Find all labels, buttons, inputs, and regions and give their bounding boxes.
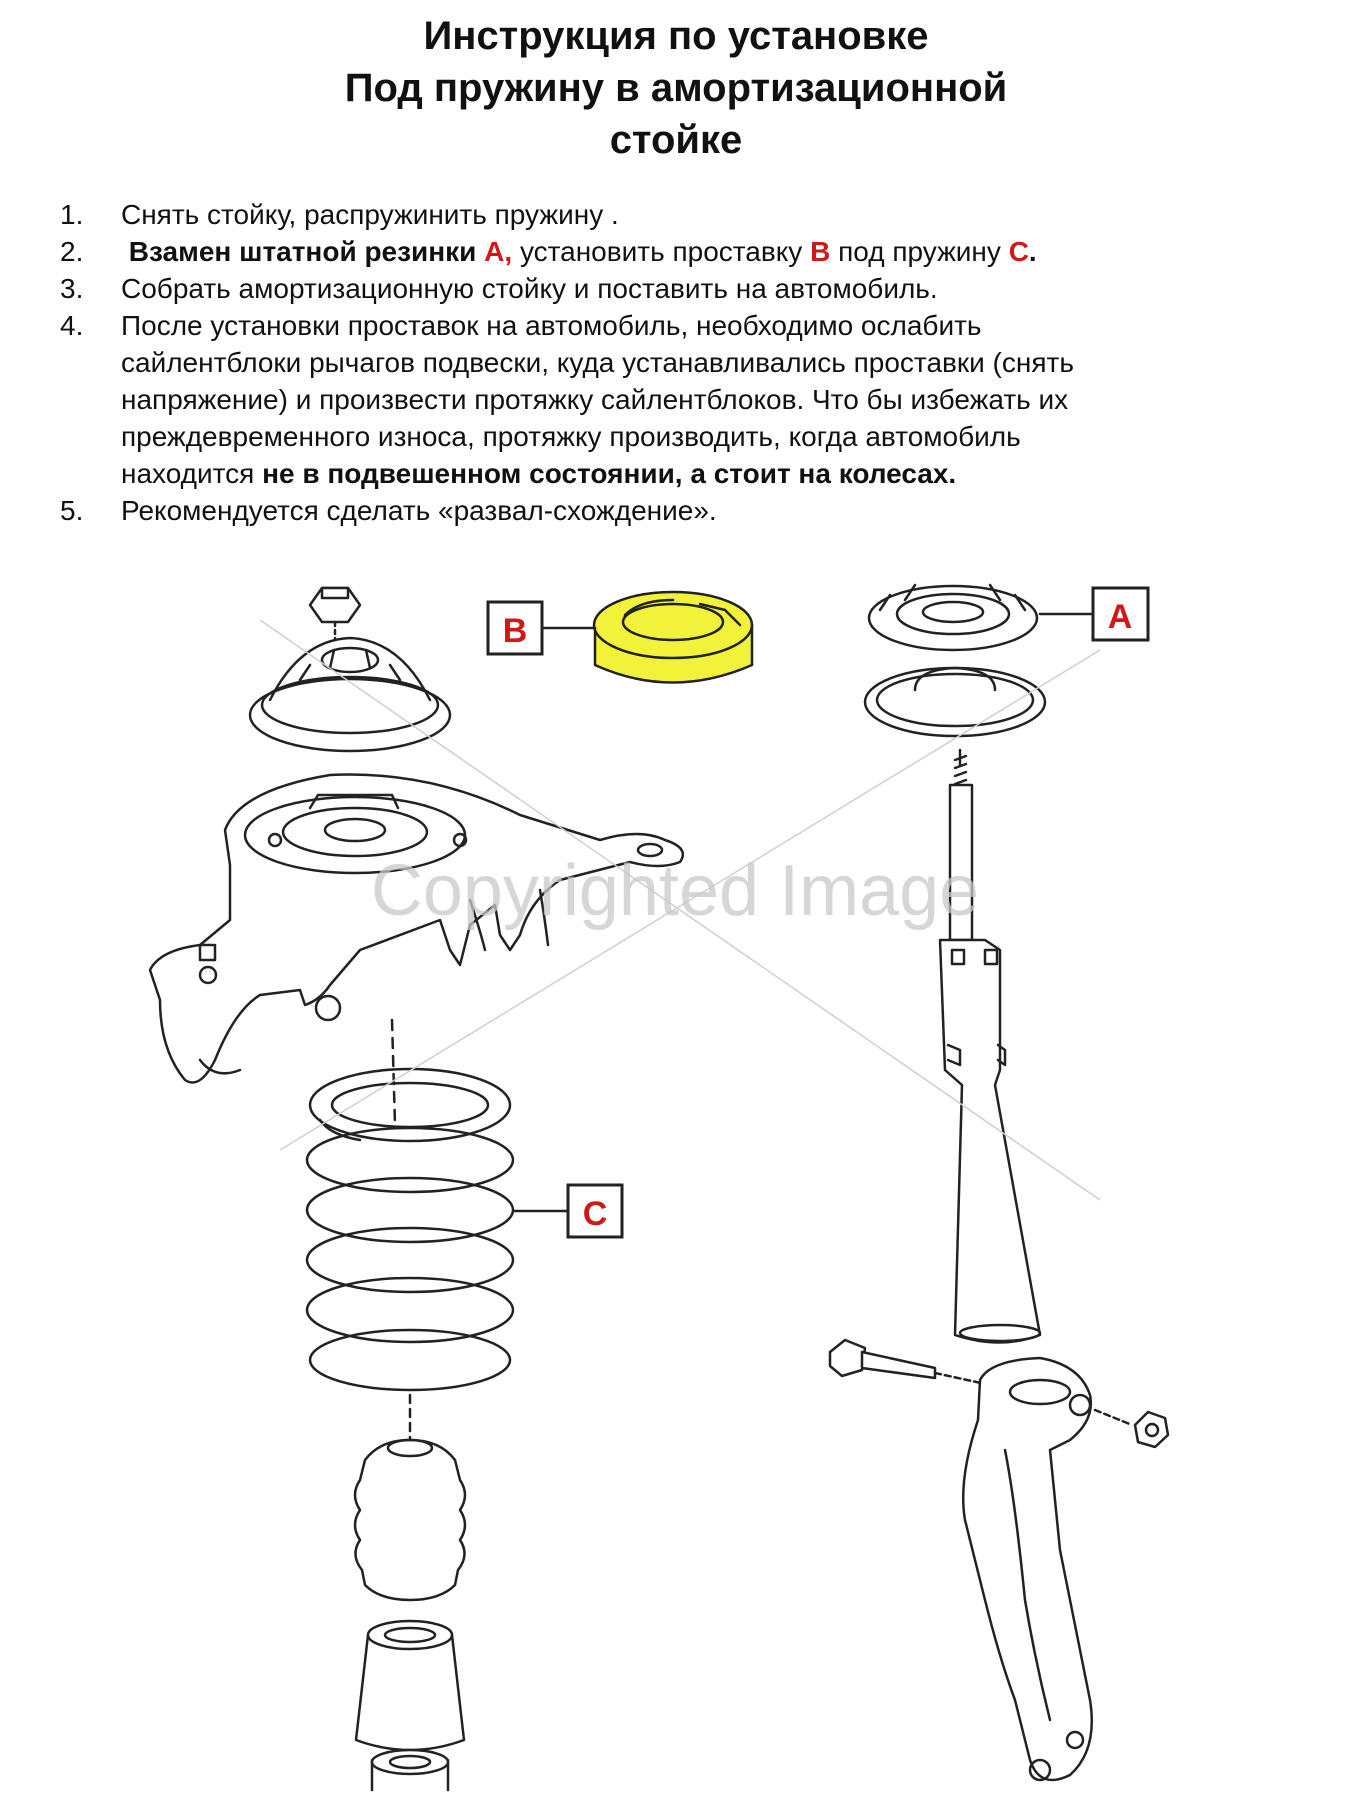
step-number: 5. — [60, 495, 84, 526]
label-b: B — [486, 600, 544, 656]
knuckle-bracket-icon — [148, 773, 685, 1084]
dust-boot-icon — [354, 1619, 466, 1752]
bushing-icon — [370, 1748, 450, 1792]
list-item: 2. Взамен штатной резинки А, установить … — [55, 233, 1295, 270]
bolt-icon — [828, 1338, 992, 1387]
step-text: Собрать амортизационную стойку и постави… — [121, 273, 938, 304]
spacer-b-icon — [592, 590, 754, 684]
ref-b: В — [810, 236, 831, 267]
step-text-line-5: находится — [121, 458, 263, 489]
step-number: 2. — [60, 236, 84, 267]
label-a-text: A — [1108, 598, 1133, 636]
list-item: 5. Рекомендуется сделать «развал-схожден… — [55, 492, 1295, 529]
lower-knuckle-icon — [961, 1356, 1094, 1782]
step-number: 3. — [60, 273, 84, 304]
step-text: установить проставку — [512, 236, 803, 267]
ref-c: С — [1008, 236, 1029, 267]
step-text-line-2: сайлентблоки рычагов подвески, куда уста… — [121, 347, 1074, 378]
page-title: Инструкция по установке Под пружину в ам… — [0, 10, 1352, 166]
step-text-line-3: напряжение) и произвести протяжку сайлен… — [121, 384, 1069, 415]
title-line-2: Под пружину в амортизационной — [344, 66, 1008, 110]
instruction-list: 1. Снять стойку, распружинить пружину . … — [55, 196, 1295, 529]
label-b-text: B — [503, 612, 528, 650]
rubber-mount-a-icon — [867, 583, 1039, 652]
list-item: 1. Снять стойку, распружинить пружину . — [55, 196, 1295, 233]
strut-mount-icon — [248, 636, 452, 753]
list-item: 4. После установки проставок на автомоби… — [55, 307, 1295, 492]
step-text: Рекомендуется сделать «развал-схождение»… — [121, 495, 717, 526]
title-line-1: Инструкция по установке — [423, 14, 929, 58]
step-text: под пружину — [830, 236, 1001, 267]
nut-icon — [1093, 1408, 1170, 1449]
step-text: Снять стойку, распружинить пружину . — [121, 199, 619, 230]
ref-a: А, — [484, 236, 513, 267]
step-number: 1. — [60, 199, 84, 230]
coil-spring-icon — [305, 1018, 515, 1392]
label-c-text: C — [583, 1195, 608, 1233]
step-bold-text: не в подвешенном состоянии, а стоит на к… — [262, 458, 957, 489]
title-line-3: стойке — [609, 118, 743, 162]
step-number: 4. — [60, 310, 84, 341]
step-end: . — [1028, 236, 1037, 267]
watermark: Copyrighted Image — [259, 619, 1101, 1201]
shock-absorber-icon — [938, 748, 1042, 1344]
watermark-text: Copyrighted Image — [371, 851, 979, 931]
step-bold-text: Взамен штатной резинки — [128, 236, 477, 267]
label-a: A — [1091, 586, 1150, 642]
top-nut-icon — [308, 586, 362, 642]
list-item: 3. Собрать амортизационную стойку и пост… — [55, 270, 1295, 307]
step-text-line-1: После установки проставок на автомобиль,… — [121, 310, 982, 341]
bump-stop-icon — [353, 1393, 467, 1602]
suspension-diagram: B A C Copyrighted Image — [148, 583, 1170, 1792]
step-text-line-4: преждевременного износа, протяжку произв… — [121, 421, 1021, 452]
label-c: C — [566, 1183, 624, 1239]
spring-seat-icon — [863, 666, 1047, 738]
